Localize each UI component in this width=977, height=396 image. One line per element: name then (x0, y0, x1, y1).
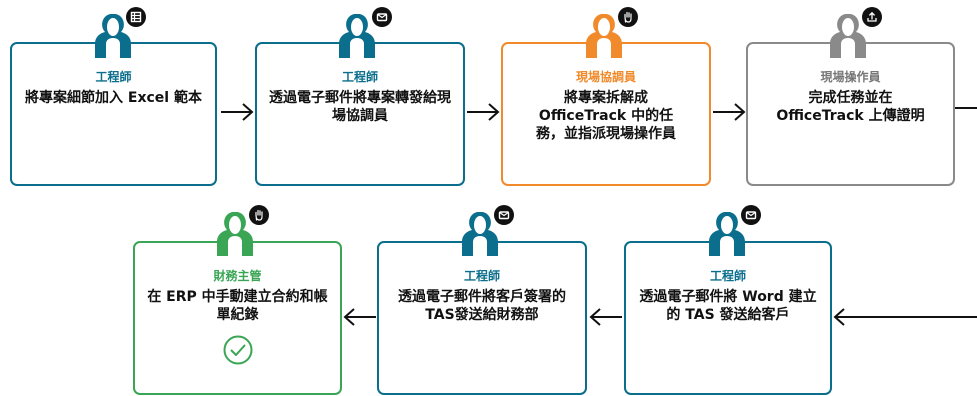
hand-icon (618, 7, 638, 27)
task-text: 透過電子郵件將 Word 建立的 TAS 發送給客戶 (639, 289, 817, 323)
task-text: 透過電子郵件將專案轉發給現場協調員 (269, 90, 451, 124)
task-text: 將專案拆解成 OfficeTrack 中的任務，並指派現場操作員 (536, 90, 676, 142)
step-card-2: 工程師 透過電子郵件將專案轉發給現場協調員 (255, 42, 465, 186)
mail-icon (741, 205, 761, 225)
arrow-right-icon (221, 103, 254, 121)
hand-icon (249, 205, 269, 225)
role-label: 工程師 (341, 70, 378, 84)
arrow-right-icon (467, 103, 500, 121)
role-label: 工程師 (95, 70, 132, 84)
connector-line (955, 107, 977, 109)
role-label: 現場協調員 (575, 70, 636, 84)
step-card-4: 現場操作員 完成任務並在 OfficeTrack 上傳證明 (746, 42, 955, 186)
step-card-3: 現場協調員 將專案拆解成 OfficeTrack 中的任務，並指派現場操作員 (501, 42, 711, 186)
arrow-left-icon (833, 308, 977, 326)
task-text: 將專案細節加入 Excel 範本 (25, 90, 202, 106)
step-card-7: 財務主管 在 ERP 中手動建立合約和帳單紀錄 (133, 241, 342, 395)
mail-icon (372, 7, 392, 27)
role-label: 工程師 (463, 269, 500, 283)
mail-icon (494, 205, 514, 225)
table-icon (126, 7, 146, 27)
role-label: 現場操作員 (820, 70, 881, 84)
step-card-1: 工程師 將專案細節加入 Excel 範本 (10, 42, 217, 186)
arrow-left-icon (343, 308, 376, 326)
task-text: 完成任務並在 OfficeTrack 上傳證明 (776, 90, 925, 124)
task-text: 透過電子郵件將客戶簽署的TAS發送給財務部 (398, 289, 566, 323)
arrow-left-icon (589, 308, 622, 326)
upload-icon (862, 7, 882, 27)
role-label: 財務主管 (213, 269, 262, 283)
check-circle-icon (223, 335, 252, 365)
step-card-5: 工程師 透過電子郵件將 Word 建立的 TAS 發送給客戶 (624, 241, 832, 395)
arrow-right-icon (713, 103, 746, 121)
role-label: 工程師 (709, 269, 746, 283)
task-text: 在 ERP 中手動建立合約和帳單紀錄 (147, 289, 328, 323)
step-card-6: 工程師 透過電子郵件將客戶簽署的TAS發送給財務部 (377, 241, 587, 395)
